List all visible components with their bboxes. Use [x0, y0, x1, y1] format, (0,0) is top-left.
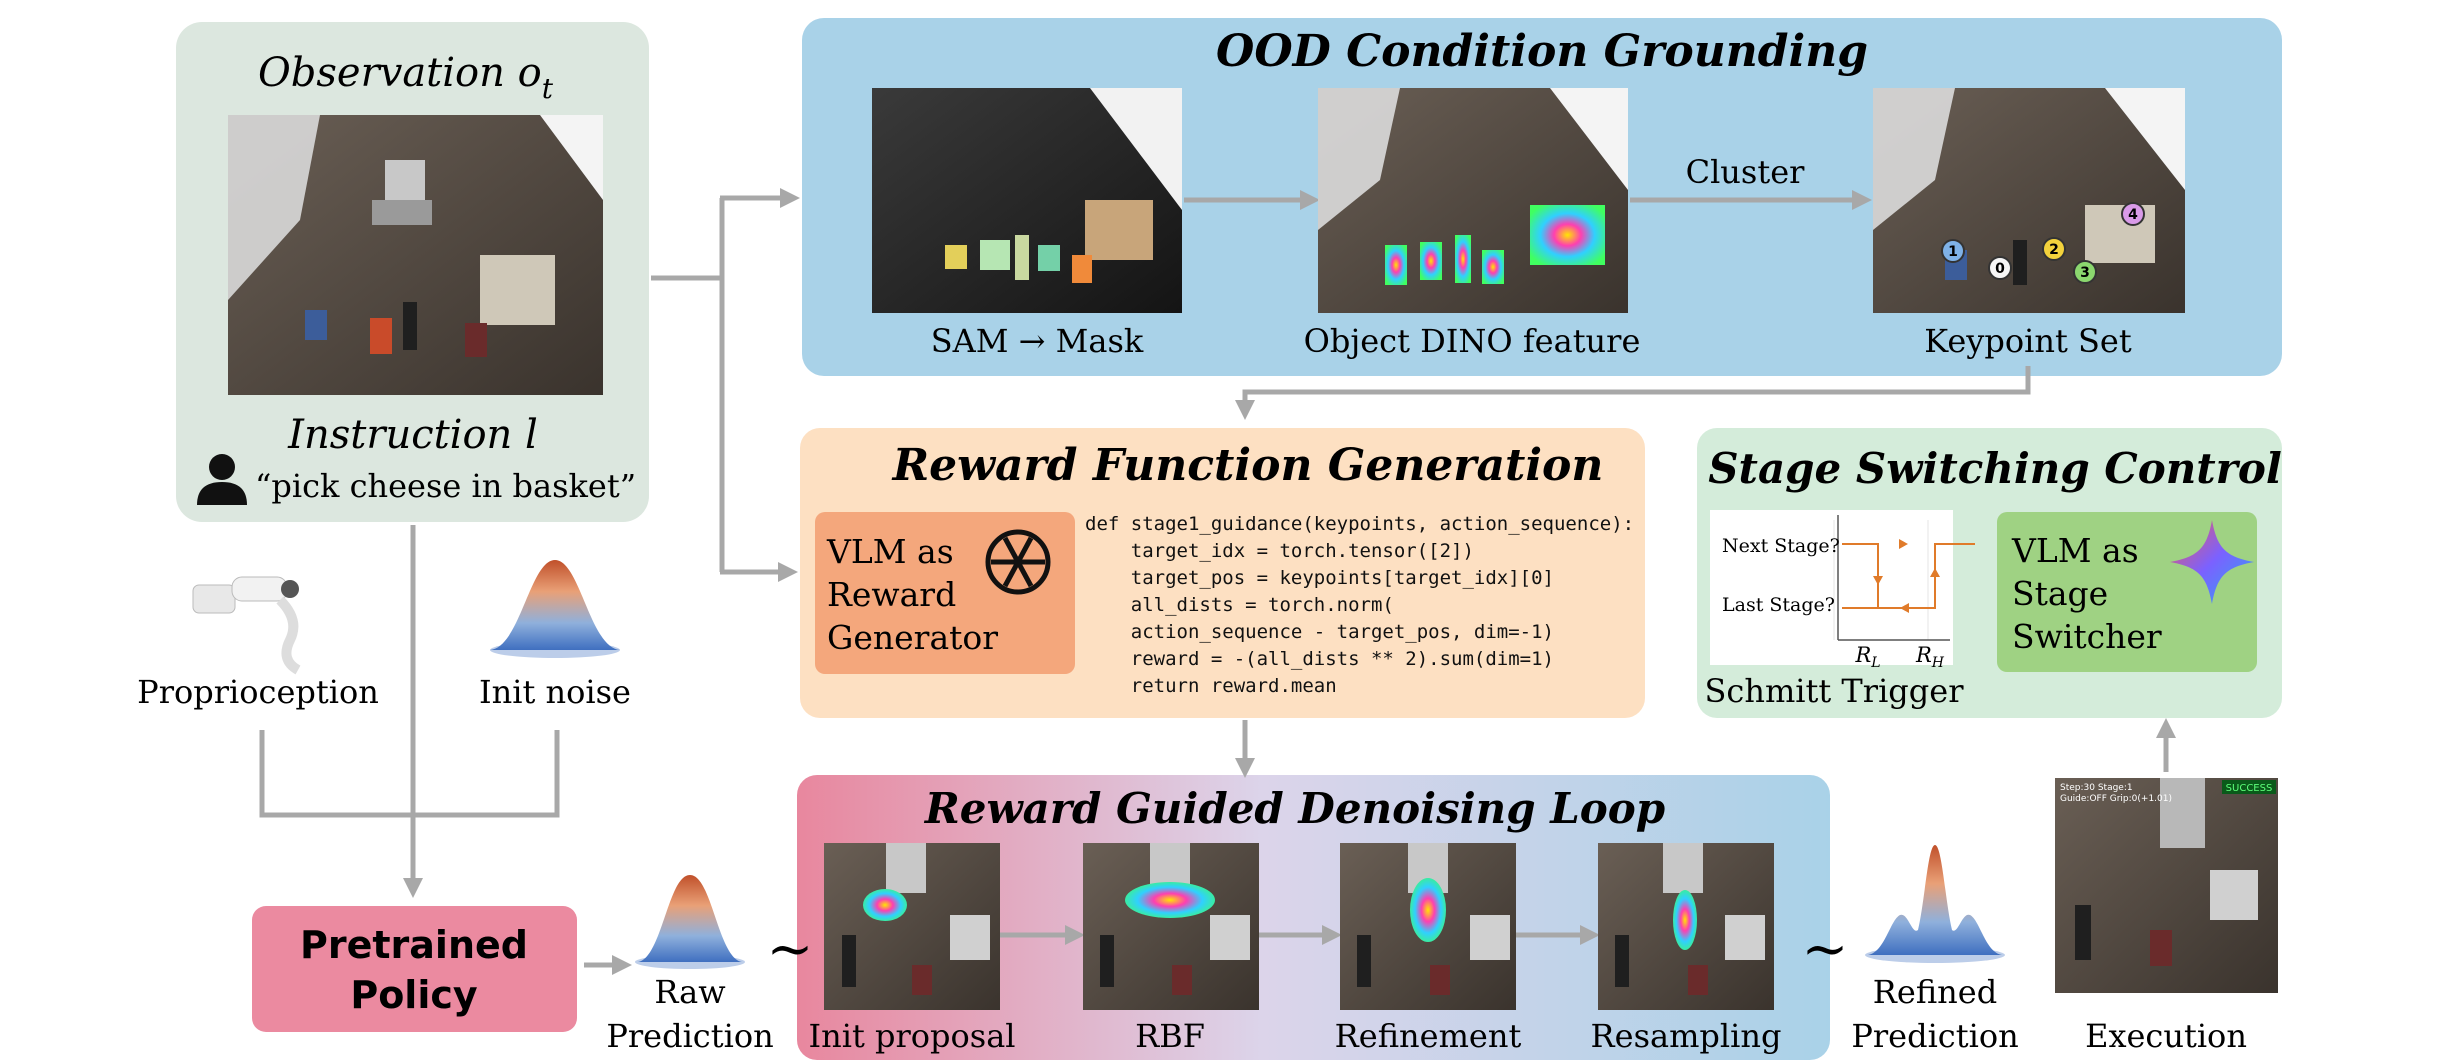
- init-proposal-label: Init proposal: [808, 1017, 1015, 1055]
- rh-label: RH: [1915, 643, 1945, 671]
- stage-switch-title: Stage Switching Control: [1708, 444, 2282, 493]
- refined-prediction-label-1: Refined: [1873, 973, 1997, 1011]
- success-badge: [2222, 780, 2276, 794]
- keypoint-2-label: 2: [2049, 242, 2059, 258]
- code-line-6: reward = -(all_dists ** 2).sum(dim=1): [1085, 648, 1554, 670]
- init-proposal-image: [824, 843, 1000, 1010]
- code-line-2: target_idx = torch.tensor([2]): [1085, 540, 1474, 562]
- reward-vlm-line1: VLM as: [826, 532, 954, 571]
- success-badge-text: SUCCESS: [2226, 783, 2273, 794]
- code-line-7: return reward.mean: [1085, 675, 1337, 697]
- reward-vlm-box: [815, 512, 1075, 674]
- refinement-label: Refinement: [1335, 1017, 1522, 1055]
- raw-prediction-label-1: Raw: [654, 973, 725, 1011]
- denoising-loop-panel: [797, 775, 1830, 1060]
- rbf-label: RBF: [1135, 1017, 1205, 1055]
- proprioception-label: Proprioception: [137, 673, 379, 711]
- observation-title: Observation ot: [258, 50, 554, 105]
- stage-vlm-line1: VLM as: [2011, 531, 2139, 570]
- last-stage-label: Last Stage?: [1722, 594, 1835, 616]
- keypoint-2-icon: [2042, 237, 2066, 261]
- pretrained-policy-box: [252, 906, 577, 1032]
- observation-branch: [651, 198, 725, 572]
- rbf-image: [1083, 843, 1259, 1010]
- raw-prediction-label-2: Prediction: [606, 1017, 773, 1055]
- tilde-right: ~: [1802, 917, 1849, 982]
- user-icon: [197, 454, 247, 505]
- ood-title: OOD Condition Grounding: [1216, 26, 1868, 77]
- refined-prediction-label-2: Prediction: [1851, 1017, 2018, 1055]
- refined-prediction-distribution-icon: [1865, 845, 2005, 963]
- next-stage-label: Next Stage?: [1722, 535, 1840, 557]
- denoise-title: Reward Guided Denoising Loop: [924, 784, 1665, 833]
- execution-hud-line2: Guide:OFF Grip:0(+1.01): [2060, 794, 2172, 804]
- input-connectors: [259, 525, 560, 885]
- keypoint-0-label: 0: [1995, 261, 2005, 277]
- policy-label-line1: Pretrained: [300, 923, 528, 967]
- resampling-label: Resampling: [1591, 1017, 1782, 1055]
- stage-vlm-line3: Switcher: [2012, 617, 2162, 656]
- raw-prediction-gaussian-icon: [635, 875, 745, 969]
- instruction-label: Instruction l: [287, 412, 538, 458]
- reward-code-block: def stage1_guidance(keypoints, action_se…: [1085, 513, 1634, 697]
- openai-logo-icon: [985, 529, 1051, 595]
- instruction-text: “pick cheese in basket”: [255, 467, 636, 505]
- schmitt-trigger-label: Schmitt Trigger: [1705, 672, 1965, 710]
- keypoint-markers: 0 1 2 3 4: [1941, 202, 2145, 284]
- code-line-4: all_dists = torch.norm(: [1085, 594, 1394, 616]
- init-noise-gaussian-icon: [490, 560, 620, 658]
- keypoint-1-icon: [1941, 239, 1965, 263]
- reward-vlm-line3: Generator: [827, 618, 998, 657]
- keypoint-3-icon: [2073, 260, 2097, 284]
- keypoint-3-label: 3: [2080, 265, 2090, 281]
- robot-arm-icon: [192, 576, 301, 675]
- reward-gen-title: Reward Function Generation: [891, 440, 1604, 491]
- keypoint-0-icon: [1988, 256, 2012, 280]
- stage-vlm-line2: Stage: [2012, 574, 2108, 613]
- sam-mask-label: SAM → Mask: [931, 322, 1144, 360]
- keypoint-set-label: Keypoint Set: [1924, 322, 2132, 360]
- execution-image: [2055, 778, 2278, 993]
- init-noise-label: Init noise: [479, 673, 631, 711]
- reward-vlm-line2: Reward: [827, 575, 956, 614]
- rl-label: RL: [1854, 643, 1880, 671]
- dino-feature-image: [1318, 88, 1628, 313]
- code-line-5: action_sequence - target_pos, dim=-1): [1085, 621, 1554, 643]
- schmitt-trigger-plot: [1710, 510, 1975, 665]
- keypoint-4-icon: [2121, 202, 2145, 226]
- tilde-left: ~: [767, 917, 814, 982]
- code-line-3: target_pos = keypoints[target_idx][0]: [1085, 567, 1554, 589]
- keypoint-4-label: 4: [2128, 207, 2138, 223]
- execution-label: Execution: [2085, 1017, 2247, 1055]
- resampling-image: [1598, 843, 1774, 1010]
- cluster-label: Cluster: [1686, 153, 1806, 191]
- connector-keypoint-to-reward: [1235, 366, 2031, 420]
- stage-vlm-box: [1997, 512, 2257, 672]
- gemini-star-icon: [2170, 520, 2254, 604]
- dino-feature-label: Object DINO feature: [1304, 322, 1641, 360]
- refinement-image: [1340, 843, 1516, 1010]
- keypoint-set-image: [1873, 88, 2185, 313]
- execution-hud-line1: Step:30 Stage:1: [2060, 783, 2133, 793]
- keypoint-1-label: 1: [1948, 244, 1958, 260]
- code-line-1: def stage1_guidance(keypoints, action_se…: [1085, 513, 1634, 535]
- sam-mask-image: [872, 88, 1182, 313]
- policy-label-line2: Policy: [350, 973, 478, 1017]
- observation-image: [228, 115, 603, 395]
